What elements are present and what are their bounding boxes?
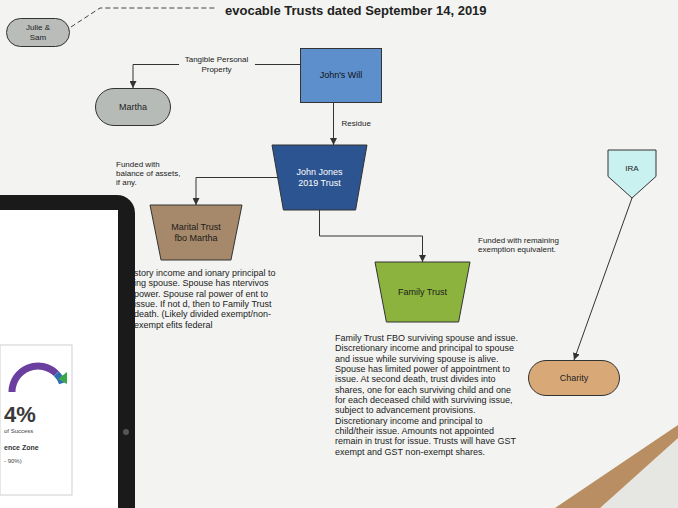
connector-arrow	[574, 198, 632, 360]
tablet-screen	[0, 210, 118, 508]
dashed-leader	[71, 8, 215, 27]
gauge-marker	[58, 372, 67, 384]
note-text: ence Zone	[4, 444, 72, 452]
connector-arrow	[320, 210, 423, 262]
node-shape	[608, 150, 656, 198]
trap-node: John Jones 2019 Trust	[272, 145, 367, 210]
note-text: Funded with balance of assets, if any.	[116, 160, 186, 188]
node-label: Family Trust	[398, 287, 447, 297]
pill-node: Julie & Sam	[6, 18, 70, 47]
pill-node: Charity	[528, 360, 620, 396]
tablet-body	[0, 195, 135, 508]
rect-node: John's Will	[300, 48, 382, 103]
note-text: 4%	[4, 402, 72, 427]
node-label: Julie & Sam	[17, 23, 59, 41]
gauge-card	[0, 345, 72, 495]
pent-node: IRA	[608, 150, 656, 198]
node-label: Martha	[119, 102, 147, 112]
gauge-arc	[12, 366, 56, 392]
connector-arrow	[196, 178, 278, 206]
note-text: story income and ionary principal to ing…	[134, 268, 279, 330]
node-shape	[150, 205, 242, 260]
pill-node: Martha	[95, 88, 171, 126]
tablet-button	[123, 429, 129, 435]
node-shape	[375, 262, 470, 322]
trap-node: Family Trust	[375, 262, 470, 322]
node-shape	[272, 145, 367, 210]
diagram-title: evocable Trusts dated September 14, 2019	[225, 3, 487, 18]
note-text: Family Trust FBO surviving spouse and is…	[335, 333, 523, 457]
node-label: Marital Trust fbo Martha	[164, 222, 228, 243]
node-outline	[608, 150, 656, 198]
edge-label: Tangible Personal Property	[179, 54, 255, 74]
edge-label: Residue	[340, 118, 394, 129]
node-label: John Jones 2019 Trust	[286, 167, 353, 188]
note-text: Funded with remaining exemption equivale…	[478, 236, 560, 254]
node-label: Charity	[560, 373, 589, 383]
note-text: - 90%)	[4, 458, 72, 465]
node-label: John's Will	[320, 70, 363, 80]
note-text: of Success	[4, 428, 72, 435]
connector-arrow	[333, 103, 334, 145]
trap-node: Marital Trust fbo Martha	[150, 205, 242, 260]
node-label: IRA	[625, 164, 638, 173]
